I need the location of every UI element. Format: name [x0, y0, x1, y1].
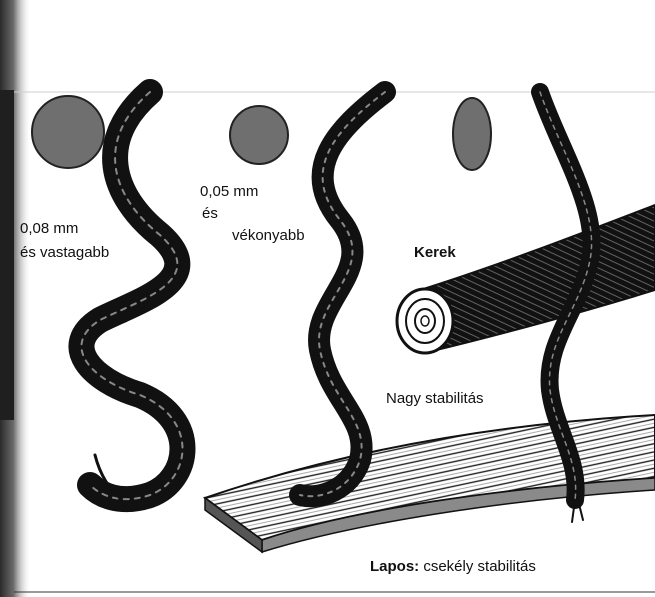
- flat-label: Lapos:: [370, 558, 419, 575]
- thick-size-label: 0,08 mm: [20, 220, 78, 237]
- high-stability-label: Nagy stabilitás: [386, 390, 484, 407]
- round-cross-section-icon: [32, 96, 104, 168]
- flat-caption: Lapos: csekély stabilitás: [370, 558, 536, 575]
- thick-size-suffix-label: és vastagabb: [20, 244, 109, 261]
- thin-and-label: és: [202, 205, 218, 222]
- thin-size-label: 0,05 mm: [200, 183, 258, 200]
- page-edge-shadow: [0, 90, 14, 420]
- thin-size-suffix-label: vékonyabb: [232, 227, 305, 244]
- round-label: Kerek: [414, 244, 456, 261]
- small-round-cross-section-icon: [230, 106, 288, 164]
- oval-cross-section-icon: [453, 98, 491, 170]
- low-stability-label: csekély stabilitás: [423, 558, 536, 575]
